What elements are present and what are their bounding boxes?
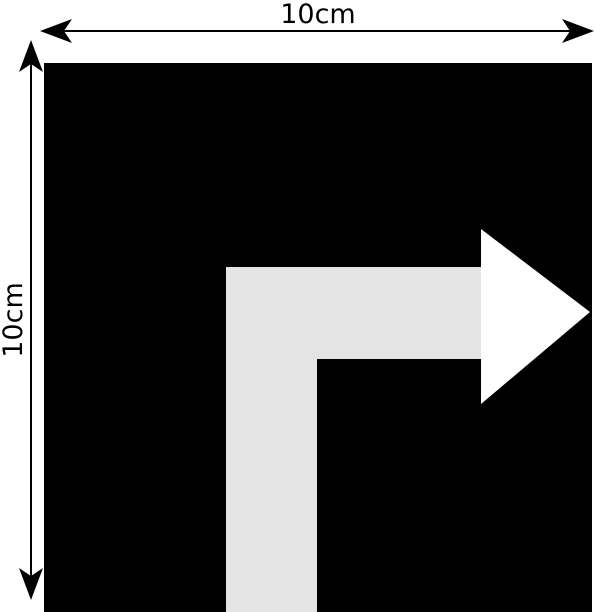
height-dimension-bottom-arrowhead xyxy=(19,568,43,600)
height-dimension-label: 10cm xyxy=(0,282,29,358)
height-dimension-top-arrowhead xyxy=(19,40,43,72)
width-dimension-label: 10cm xyxy=(280,0,356,30)
height-dimension: 10cm xyxy=(0,40,43,600)
width-dimension-left-arrowhead xyxy=(40,19,72,43)
arrow-shaft xyxy=(226,267,482,612)
turn-right-arrow-icon xyxy=(226,229,590,612)
width-dimension: 10cm xyxy=(40,0,594,43)
width-dimension-right-arrowhead xyxy=(562,19,594,43)
arrow-head xyxy=(481,229,590,404)
